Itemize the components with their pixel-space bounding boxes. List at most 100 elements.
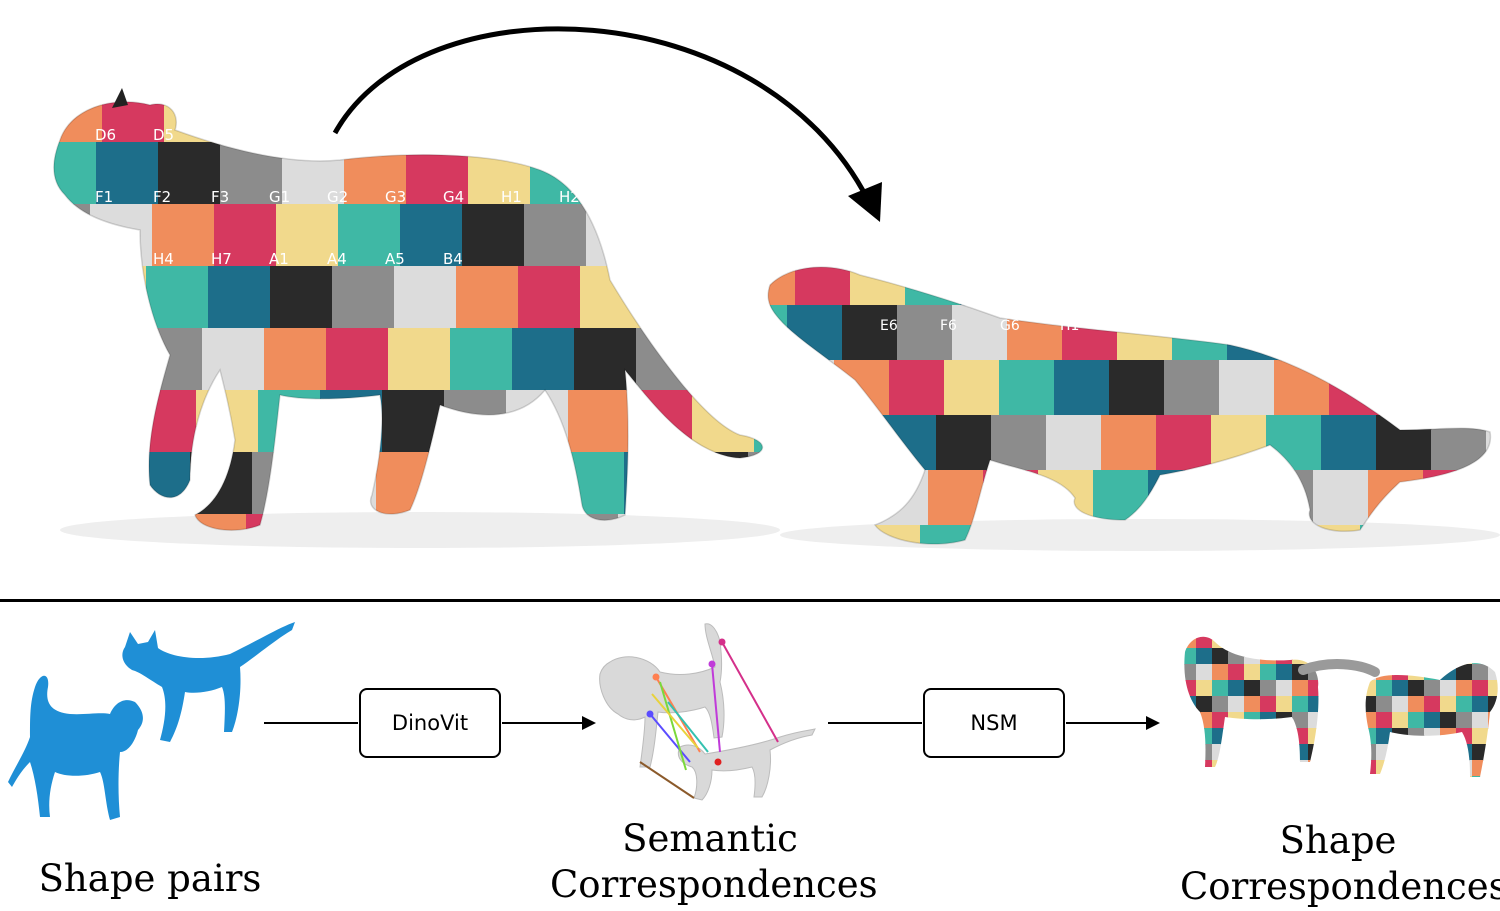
- tile-label: G7: [501, 126, 522, 144]
- texture-tile: [624, 452, 687, 515]
- tile-label: A5: [385, 250, 405, 268]
- output-cat-2: [1365, 663, 1498, 778]
- tile-label: G0: [559, 126, 580, 144]
- texture-tile: [1180, 267, 1236, 306]
- tile-label: F6: [940, 318, 957, 334]
- caption-shape-correspondences: Shape Correspondences: [1180, 819, 1500, 908]
- texture-tile: [208, 266, 271, 329]
- texture-tile: [1400, 267, 1456, 306]
- caption-semantic-correspondences: Semantic Correspondences: [550, 817, 878, 906]
- texture-tile: [1376, 415, 1432, 471]
- texture-tile: [53, 266, 85, 329]
- output-cat-1: [1184, 636, 1319, 767]
- texture-tile: [1486, 415, 1491, 471]
- texture-tile: [1258, 470, 1314, 526]
- tile-label: G6: [1000, 318, 1020, 334]
- texture-tile: [96, 142, 159, 205]
- texture-tile: [1274, 360, 1330, 416]
- tile-label: A4: [327, 250, 347, 268]
- tile-label: B4: [443, 250, 463, 268]
- texture-tile: [258, 390, 321, 453]
- texture-tile: [1219, 360, 1275, 416]
- texture-tile: [1321, 415, 1377, 471]
- texture-tile: [826, 415, 882, 471]
- tile-label: G3: [385, 188, 406, 206]
- tile-label: G1: [269, 188, 290, 206]
- texture-tile: [53, 514, 61, 531]
- texture-tile: [53, 328, 79, 391]
- dinovit-label: DinoVit: [391, 711, 469, 735]
- texture-tile: [710, 204, 763, 267]
- texture-tile: [648, 204, 711, 267]
- texture-tile: [1164, 360, 1220, 416]
- texture-tile: [146, 266, 209, 329]
- blue-cat-shape: [122, 622, 295, 742]
- texture-tile: [686, 452, 749, 515]
- texture-tile: [252, 452, 315, 515]
- texture-tile: [722, 101, 763, 143]
- tile-label: H3: [95, 250, 116, 268]
- texture-tile: [698, 328, 761, 391]
- texture-tile: [920, 525, 976, 545]
- texture-tile: [338, 204, 401, 267]
- output-textured-shapes: [1184, 636, 1498, 778]
- texture-tile: [1038, 470, 1094, 526]
- output-cat-tail: [1298, 659, 1380, 677]
- tile-label: F6: [385, 126, 403, 144]
- texture-tile: [1494, 360, 1500, 416]
- texture-tile: [1109, 360, 1165, 416]
- texture-tile: [568, 390, 631, 453]
- texture-tile: [53, 204, 91, 267]
- texture-tile: [102, 101, 165, 143]
- transfer-arrow: [332, 26, 871, 202]
- texture-tile: [1290, 267, 1346, 306]
- texture-tile: [438, 452, 501, 515]
- nsm-label: NSM: [970, 711, 1018, 735]
- texture-tile: [512, 328, 575, 391]
- texture-tile: [158, 142, 221, 205]
- texture-tile: [134, 390, 197, 453]
- tile-label: A1: [1240, 318, 1258, 334]
- texture-tile: [850, 267, 906, 306]
- texture-tile: [53, 452, 67, 515]
- texture-tile: [1439, 360, 1491, 416]
- texture-tile: [1455, 267, 1491, 306]
- texture-tile: [897, 305, 953, 361]
- texture-tile: [1101, 415, 1157, 471]
- texture-tile: [394, 266, 457, 329]
- texture-tile: [444, 390, 507, 453]
- texture-tile: [376, 452, 439, 515]
- texture-tile: [818, 470, 874, 526]
- arrow-1-head: [582, 716, 596, 730]
- dinovit-box: DinoVit: [359, 688, 501, 758]
- texture-tile: [1337, 305, 1393, 361]
- texture-tile: [78, 328, 141, 391]
- tile-label: H1: [501, 188, 522, 206]
- texture-tile: [754, 390, 763, 453]
- texture-tile: [326, 328, 389, 391]
- texture-tile: [580, 266, 643, 329]
- texture-tile: [450, 328, 513, 391]
- texture-tile: [72, 390, 135, 453]
- tile-label: H7: [211, 250, 232, 268]
- texture-tile: [506, 390, 569, 453]
- texture-tile: [140, 328, 203, 391]
- texture-tile: [960, 267, 1016, 306]
- tile-label: D5: [153, 126, 174, 144]
- texture-tile: [1156, 415, 1212, 471]
- texture-tile: [1148, 470, 1204, 526]
- texture-tile: [1015, 267, 1071, 306]
- texture-tile: [1235, 267, 1291, 306]
- tile-label: H4: [153, 250, 174, 268]
- texture-tile: [795, 267, 851, 306]
- texture-tile: [456, 266, 519, 329]
- texture-tile: [586, 204, 649, 267]
- pipeline-illustration: [8, 622, 1498, 820]
- cat-ear: [112, 88, 128, 108]
- texture-tile: [152, 204, 215, 267]
- texture-tile: [1345, 267, 1401, 306]
- texture-tile: [314, 452, 377, 515]
